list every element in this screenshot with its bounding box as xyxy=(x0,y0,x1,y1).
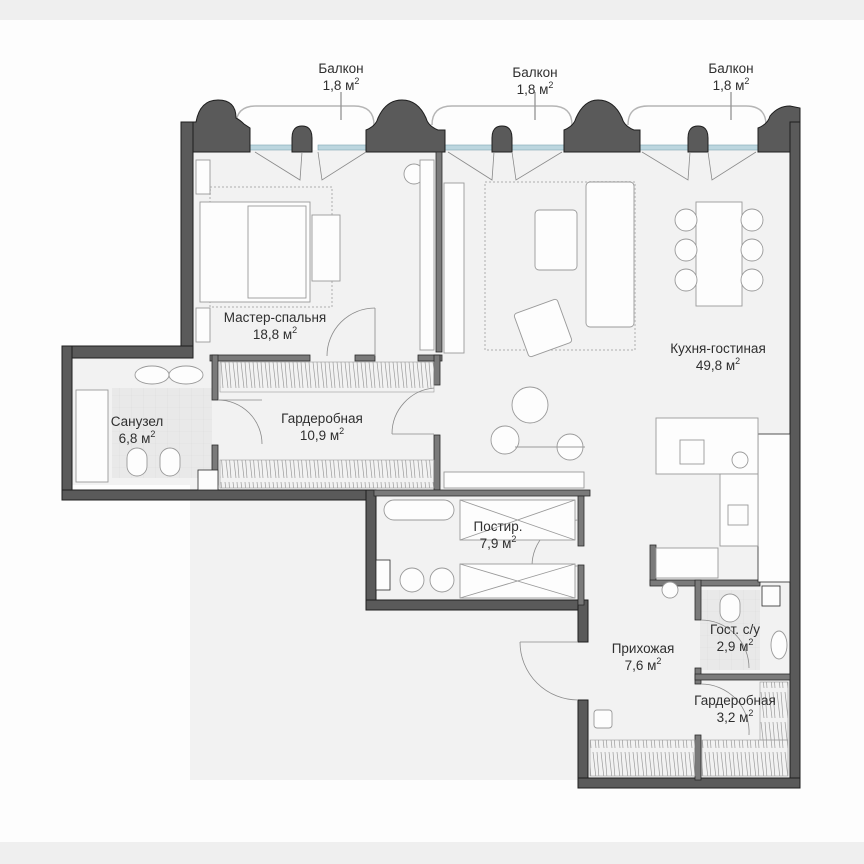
exterior-walls xyxy=(61,99,801,789)
room-name: Гардеробная xyxy=(694,693,776,708)
interior-walls xyxy=(197,151,791,781)
balcony-name: Балкон xyxy=(318,61,364,76)
room-area: 18,8 м2 xyxy=(252,325,298,343)
area-unit: м xyxy=(725,358,736,373)
balconies xyxy=(235,92,767,126)
area-value: 2,9 xyxy=(716,639,736,654)
area-unit: м xyxy=(739,639,749,654)
floor-plan-sheet: Балкон 1,8 м2 Балкон 1,8 м2 Балкон 1,8 м… xyxy=(0,20,864,842)
area-unit: м xyxy=(345,78,355,93)
area-unit: м xyxy=(735,78,745,93)
room-label-laundry: Постир. 7,9 м2 xyxy=(474,518,523,552)
balcony-name: Балкон xyxy=(512,65,558,80)
room-label-kitchen-living: Кухня-гостиная 49,8 м2 xyxy=(670,340,766,374)
area-unit: м xyxy=(739,710,749,725)
area-unit: м xyxy=(647,658,657,673)
room-label-guest-wc: Гост. с/у 2,9 м2 xyxy=(710,621,760,655)
room-area: 3,2 м2 xyxy=(716,708,754,726)
balcony-label-1: Балкон 1,8 м2 xyxy=(318,60,363,94)
area-unit: м xyxy=(502,536,512,551)
balcony-area: 1,8 м2 xyxy=(516,80,554,98)
wardrobes xyxy=(219,361,789,777)
area-value: 1,8 xyxy=(712,78,732,93)
room-name: Мастер-спальня xyxy=(223,310,327,325)
floor-plan-drawing xyxy=(61,92,801,789)
balcony-area: 1,8 м2 xyxy=(712,76,750,94)
area-value: 1,8 xyxy=(516,82,536,97)
balcony-name: Балкон xyxy=(708,61,754,76)
area-value: 1,8 xyxy=(322,78,342,93)
room-name: Постир. xyxy=(473,519,523,534)
area-value: 3,2 xyxy=(716,710,736,725)
balcony-label-3: Балкон 1,8 м2 xyxy=(708,60,753,94)
area-value: 10,9 xyxy=(299,428,327,443)
room-area: 7,6 м2 xyxy=(624,656,662,674)
room-label-walk-in-closet: Гардеробная 10,9 м2 xyxy=(281,410,363,444)
room-label-entry-closet: Гардеробная 3,2 м2 xyxy=(694,692,776,726)
room-label-bathroom: Санузел 6,8 м2 xyxy=(111,413,164,447)
area-unit: м xyxy=(539,82,549,97)
area-value: 18,8 xyxy=(252,327,280,342)
room-area: 10,9 м2 xyxy=(299,426,345,444)
room-name: Гардеробная xyxy=(281,411,363,426)
room-name: Санузел xyxy=(110,414,164,429)
room-name: Гост. с/у xyxy=(709,622,761,637)
room-name: Кухня-гостиная xyxy=(670,341,766,356)
area-value: 7,9 xyxy=(479,536,499,551)
room-name: Прихожая xyxy=(611,641,675,656)
room-label-master-bedroom: Мастер-спальня 18,8 м2 xyxy=(224,309,326,343)
area-value: 6,8 xyxy=(118,431,138,446)
area-unit: м xyxy=(329,428,340,443)
room-area: 6,8 м2 xyxy=(118,429,156,447)
area-value: 49,8 xyxy=(695,358,723,373)
balcony-label-2: Балкон 1,8 м2 xyxy=(512,64,557,98)
door-swings xyxy=(217,151,757,736)
room-area: 49,8 м2 xyxy=(695,356,741,374)
room-label-hallway: Прихожая 7,6 м2 xyxy=(612,640,675,674)
furniture xyxy=(75,159,788,729)
area-value: 7,6 xyxy=(624,658,644,673)
area-unit: м xyxy=(141,431,151,446)
room-area: 7,9 м2 xyxy=(479,534,517,552)
area-unit: м xyxy=(282,327,293,342)
room-area: 2,9 м2 xyxy=(716,637,754,655)
balcony-area: 1,8 м2 xyxy=(322,76,360,94)
